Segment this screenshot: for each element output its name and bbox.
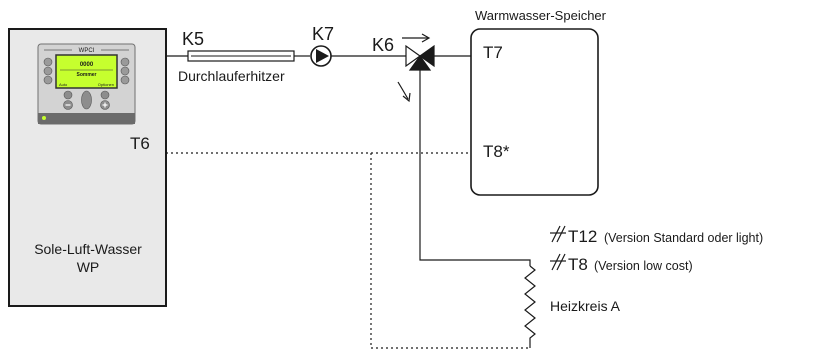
pump-icon xyxy=(310,45,332,67)
sensor-t8-note: (Version low cost) xyxy=(594,259,693,273)
display-right-text: Optionen xyxy=(98,82,114,87)
scroll-wheel-icon xyxy=(81,90,92,110)
display-top-text: 0000 xyxy=(80,62,94,68)
sensor-t12-note: (Version Standard oder light) xyxy=(604,231,763,245)
tank-sensor-t7: T7 xyxy=(483,43,503,62)
instantaneous-heater xyxy=(187,50,295,62)
valve-code: K6 xyxy=(372,35,394,55)
controller-button-icon xyxy=(43,57,53,67)
sensor-line-return xyxy=(370,153,530,349)
controller-base-strip xyxy=(38,113,135,124)
controller-brand: WPCI xyxy=(79,48,95,54)
heat-pump-unit: WPCI 0000 Sommer Auto Optionen xyxy=(8,28,167,307)
sensor-t12-label: T12 xyxy=(568,227,597,246)
sensor-probe-icon xyxy=(550,225,566,243)
controller-button-icon xyxy=(100,90,110,100)
controller-button-icon xyxy=(43,66,53,76)
controller-button-icon xyxy=(120,66,130,76)
controller-display xyxy=(55,54,118,89)
heater-code: K5 xyxy=(182,29,204,49)
heat-pump-label: Sole-Luft-Wasser xyxy=(34,241,142,257)
flow-arrow-right-icon xyxy=(402,33,431,43)
sensor-probe-icon xyxy=(550,253,566,271)
heating-coil-icon xyxy=(524,265,536,348)
tank-title: Warmwasser-Speicher xyxy=(475,8,607,23)
heating-circuit-pipe xyxy=(419,70,531,266)
display-left-text: Auto xyxy=(59,82,68,87)
controller-button-icon xyxy=(120,75,130,85)
sensor-t8-option: T8 (Version low cost) xyxy=(550,253,693,274)
controller-button-icon xyxy=(120,57,130,67)
controller-button-icon xyxy=(63,90,73,100)
sensor-t8-label: T8 xyxy=(568,255,588,274)
tank-sensor-t8: T8* xyxy=(483,142,510,161)
heater-name: Durchlauferhitzer xyxy=(178,68,285,84)
display-mid-text: Sommer xyxy=(76,72,96,78)
flow-arrow-curved-icon xyxy=(397,81,411,103)
sensor-t12-option: T12 (Version Standard oder light) xyxy=(550,225,763,246)
sensor-t6-label: T6 xyxy=(130,134,150,153)
status-led-icon xyxy=(42,116,46,120)
circuit-label: Heizkreis A xyxy=(550,298,621,314)
hot-water-tank xyxy=(470,28,599,196)
pump-code: K7 xyxy=(312,24,334,44)
three-way-valve-icon xyxy=(405,44,435,71)
heat-pump-label-2: WP xyxy=(77,259,100,275)
heat-pump-controller: WPCI 0000 Sommer Auto Optionen xyxy=(37,43,136,125)
controller-button-icon xyxy=(43,75,53,85)
